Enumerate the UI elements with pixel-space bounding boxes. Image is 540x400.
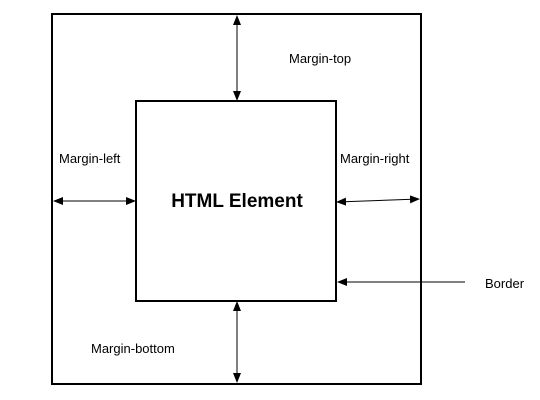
border-label: Border xyxy=(485,276,525,291)
html-element-label: HTML Element xyxy=(171,191,303,212)
outer-box xyxy=(51,13,422,385)
margin-right-arrow xyxy=(336,195,420,206)
margin-top-label: Margin-top xyxy=(289,51,351,66)
margin-left-label: Margin-left xyxy=(59,151,121,166)
margin-right-label: Margin-right xyxy=(340,151,410,166)
margin-bottom-label: Margin-bottom xyxy=(91,341,175,356)
